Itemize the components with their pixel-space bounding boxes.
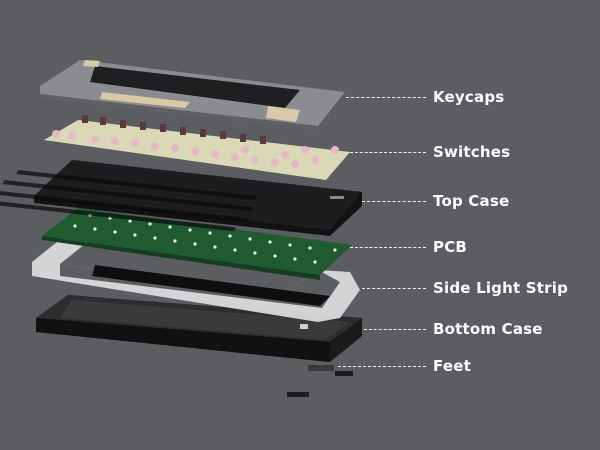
- label-switches: Switches: [350, 142, 510, 162]
- label-text-bottom-case: Bottom Case: [433, 320, 543, 338]
- leader-line: [364, 328, 426, 330]
- top-case-layer: [0, 160, 362, 236]
- label-text-switches: Switches: [433, 143, 511, 161]
- label-keycaps: Keycaps: [346, 87, 504, 107]
- leader-line: [346, 96, 426, 98]
- leader-line: [362, 200, 426, 202]
- label-pcb: PCB: [350, 237, 467, 257]
- keycaps-layer: [40, 60, 345, 130]
- leader-line: [350, 151, 426, 153]
- leader-line: [350, 246, 426, 248]
- switches-layer: [44, 115, 350, 180]
- leader-line: [338, 365, 426, 367]
- side-light-strip-layer: [32, 238, 360, 322]
- label-text-pcb: PCB: [433, 238, 468, 256]
- label-side-light-strip: Side Light Strip: [362, 278, 568, 298]
- label-top-case: Top Case: [362, 191, 509, 211]
- label-text-top-case: Top Case: [433, 192, 510, 210]
- leader-line: [362, 287, 426, 289]
- label-text-feet: Feet: [433, 357, 471, 375]
- pcb-layer: [42, 208, 352, 280]
- label-text-side-light-strip: Side Light Strip: [433, 279, 569, 297]
- label-bottom-case: Bottom Case: [364, 319, 543, 339]
- label-text-keycaps: Keycaps: [433, 88, 505, 106]
- label-feet: Feet: [338, 356, 471, 376]
